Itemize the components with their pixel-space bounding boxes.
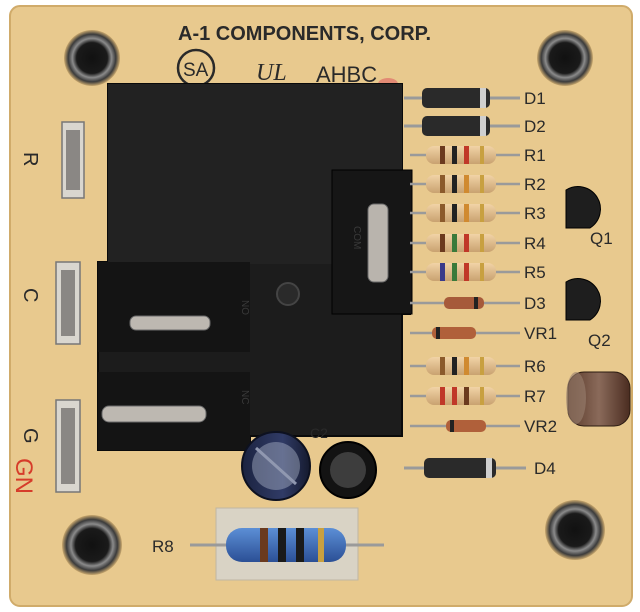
transistor-q1: Q1: [565, 186, 613, 248]
relay: COM NO NC: [97, 83, 413, 451]
component-column: D1 D2 R1 R2 R3 R4 R5 D3 VR1 R6 R7 VR2: [404, 88, 557, 436]
capacitor-c1: [241, 431, 311, 501]
label-d2: D2: [524, 117, 546, 136]
label-r7: R7: [524, 387, 546, 406]
com-label: COM: [351, 226, 362, 249]
label-q1: Q1: [590, 229, 613, 248]
label-c2-partial: C2: [310, 425, 328, 441]
hand-mark: GN: [10, 458, 37, 494]
resistor-r1: [410, 146, 520, 164]
resistor-r3: [410, 204, 520, 222]
relay-screw: [276, 282, 300, 306]
terminal-r: R: [19, 121, 85, 199]
mounting-hole: [64, 30, 120, 86]
label-d3: D3: [524, 294, 546, 313]
mounting-hole: [537, 30, 593, 86]
nc-label: NC: [239, 390, 250, 404]
model-label: AHBC: [316, 62, 377, 87]
mounting-hole: [545, 500, 605, 560]
no-contact: [129, 315, 211, 331]
label-vr1: VR1: [524, 324, 557, 343]
label-q2: Q2: [588, 331, 611, 350]
capacitor-c2: C2: [310, 425, 377, 499]
diode-d3: [410, 297, 520, 309]
component-labels: D1 D2 R1 R2 R3 R4 R5 D3 VR1 R6 R7 VR2: [524, 89, 557, 436]
resistor-r2: [410, 175, 520, 193]
label-r3: R3: [524, 204, 546, 223]
nc-contact: [101, 405, 207, 423]
mounting-holes: [62, 30, 605, 575]
resistor-r7: [410, 387, 520, 405]
terminal-r-label: R: [19, 152, 41, 166]
resistor-r4: [410, 234, 520, 252]
label-r4: R4: [524, 234, 546, 253]
left-terminals: R C G GN: [10, 121, 85, 494]
capacitor-right: [566, 371, 631, 427]
mounting-hole: [62, 515, 122, 575]
terminal-c-label: C: [19, 288, 41, 302]
label-r5: R5: [524, 263, 546, 282]
label-vr2: VR2: [524, 417, 557, 436]
diode-d1: [404, 88, 520, 108]
terminal-c: C: [19, 261, 81, 345]
label-r6: R6: [524, 357, 546, 376]
resistor-r8: R8: [152, 507, 384, 581]
label-r1: R1: [524, 146, 546, 165]
no-label: NO: [239, 300, 250, 315]
ul-text: UL: [256, 60, 287, 86]
label-r2: R2: [524, 175, 546, 194]
ul-logo: UL: [256, 60, 287, 86]
resistor-r6: [410, 357, 520, 375]
manufacturer-label: A-1 COMPONENTS, CORP.: [178, 23, 431, 45]
label-r8: R8: [152, 537, 174, 556]
com-contact: [367, 203, 389, 283]
diode-d2: [404, 116, 520, 136]
csa-text: SA: [183, 60, 209, 81]
label-d1: D1: [524, 89, 546, 108]
terminal-g-label: G: [19, 428, 41, 444]
terminal-g: G: [19, 399, 81, 493]
label-d4: D4: [534, 459, 556, 478]
zener-vr1: [410, 327, 520, 339]
zener-vr2: [410, 420, 520, 432]
transistor-q2: Q2: [565, 278, 611, 350]
resistor-r5: [410, 263, 520, 281]
diode-d4: D4: [404, 458, 556, 478]
